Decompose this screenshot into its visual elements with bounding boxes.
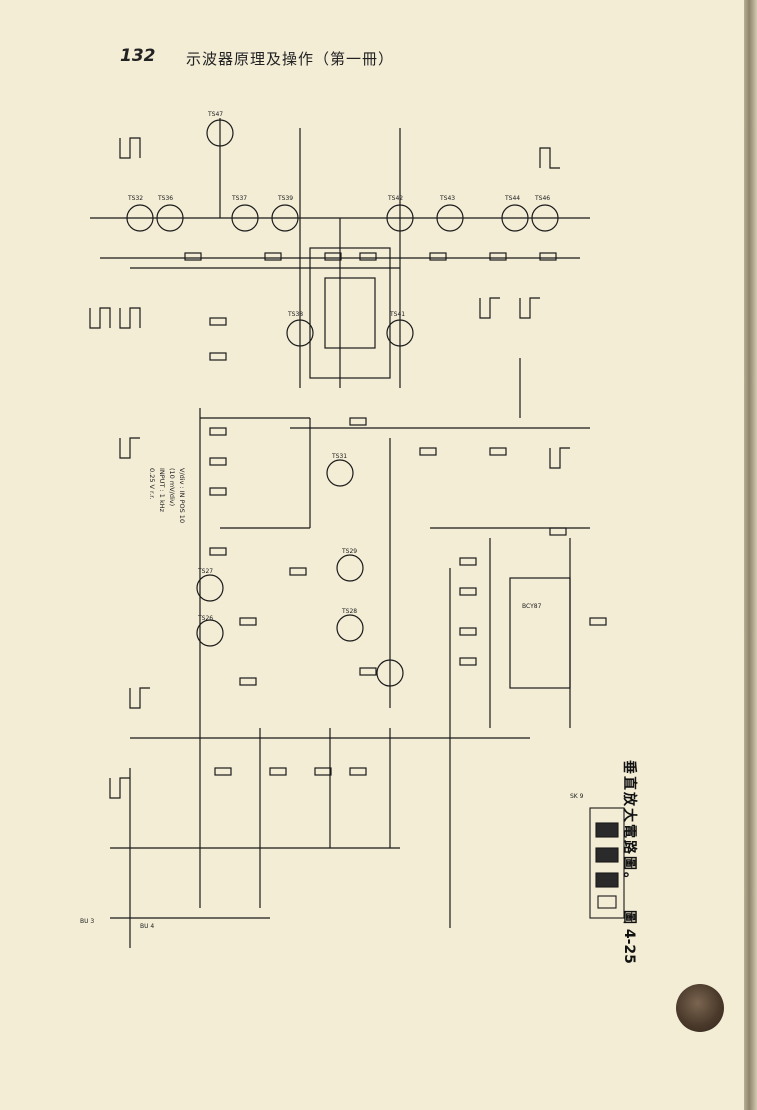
vertical-amplifier-schematic: TS32 TS36 TS37 TS47 TS39 TS42 TS43 TS44 …	[80, 111, 625, 948]
svg-text:TS47: TS47	[207, 111, 223, 118]
svg-text:TS32: TS32	[127, 195, 143, 202]
svg-text:BU 4: BU 4	[140, 923, 154, 930]
svg-text:TS43: TS43	[439, 195, 455, 202]
book-title: 示波器原理及操作（第一冊）	[186, 50, 395, 68]
svg-text:TS31: TS31	[331, 453, 347, 460]
svg-text:TS29: TS29	[341, 548, 357, 555]
input-note-line-1: V/div : IN POS 10	[178, 468, 186, 523]
input-note-line-4: 0.25 V r.r.	[148, 468, 156, 499]
svg-text:TS39: TS39	[277, 195, 293, 202]
svg-text:TS36: TS36	[157, 195, 173, 202]
input-note-line-3: INPUT : 1 kHz	[158, 468, 166, 513]
page-gutter	[744, 0, 757, 1110]
svg-text:BCY87: BCY87	[522, 603, 542, 610]
caption-text: 垂直放大電路圖。	[621, 760, 637, 888]
binder-hole	[676, 984, 724, 1032]
page-number: 132	[120, 46, 156, 66]
input-note-line-2: (10 mV/div)	[168, 468, 176, 506]
svg-text:TS46: TS46	[534, 195, 550, 202]
svg-text:TS44: TS44	[504, 195, 520, 202]
svg-text:TS26: TS26	[197, 615, 213, 622]
svg-text:TS41: TS41	[389, 311, 405, 318]
svg-text:SK 9: SK 9	[570, 793, 584, 800]
svg-text:BU 3: BU 3	[80, 918, 94, 925]
figure-number: 圖 4-25	[621, 910, 637, 964]
svg-text:TS37: TS37	[231, 195, 247, 202]
svg-text:TS27: TS27	[197, 568, 213, 575]
figure-caption: 垂直放大電路圖。 圖 4-25	[621, 760, 680, 964]
svg-text:TS28: TS28	[341, 608, 357, 615]
svg-text:TS42: TS42	[387, 195, 403, 202]
svg-text:TS38: TS38	[287, 311, 303, 318]
